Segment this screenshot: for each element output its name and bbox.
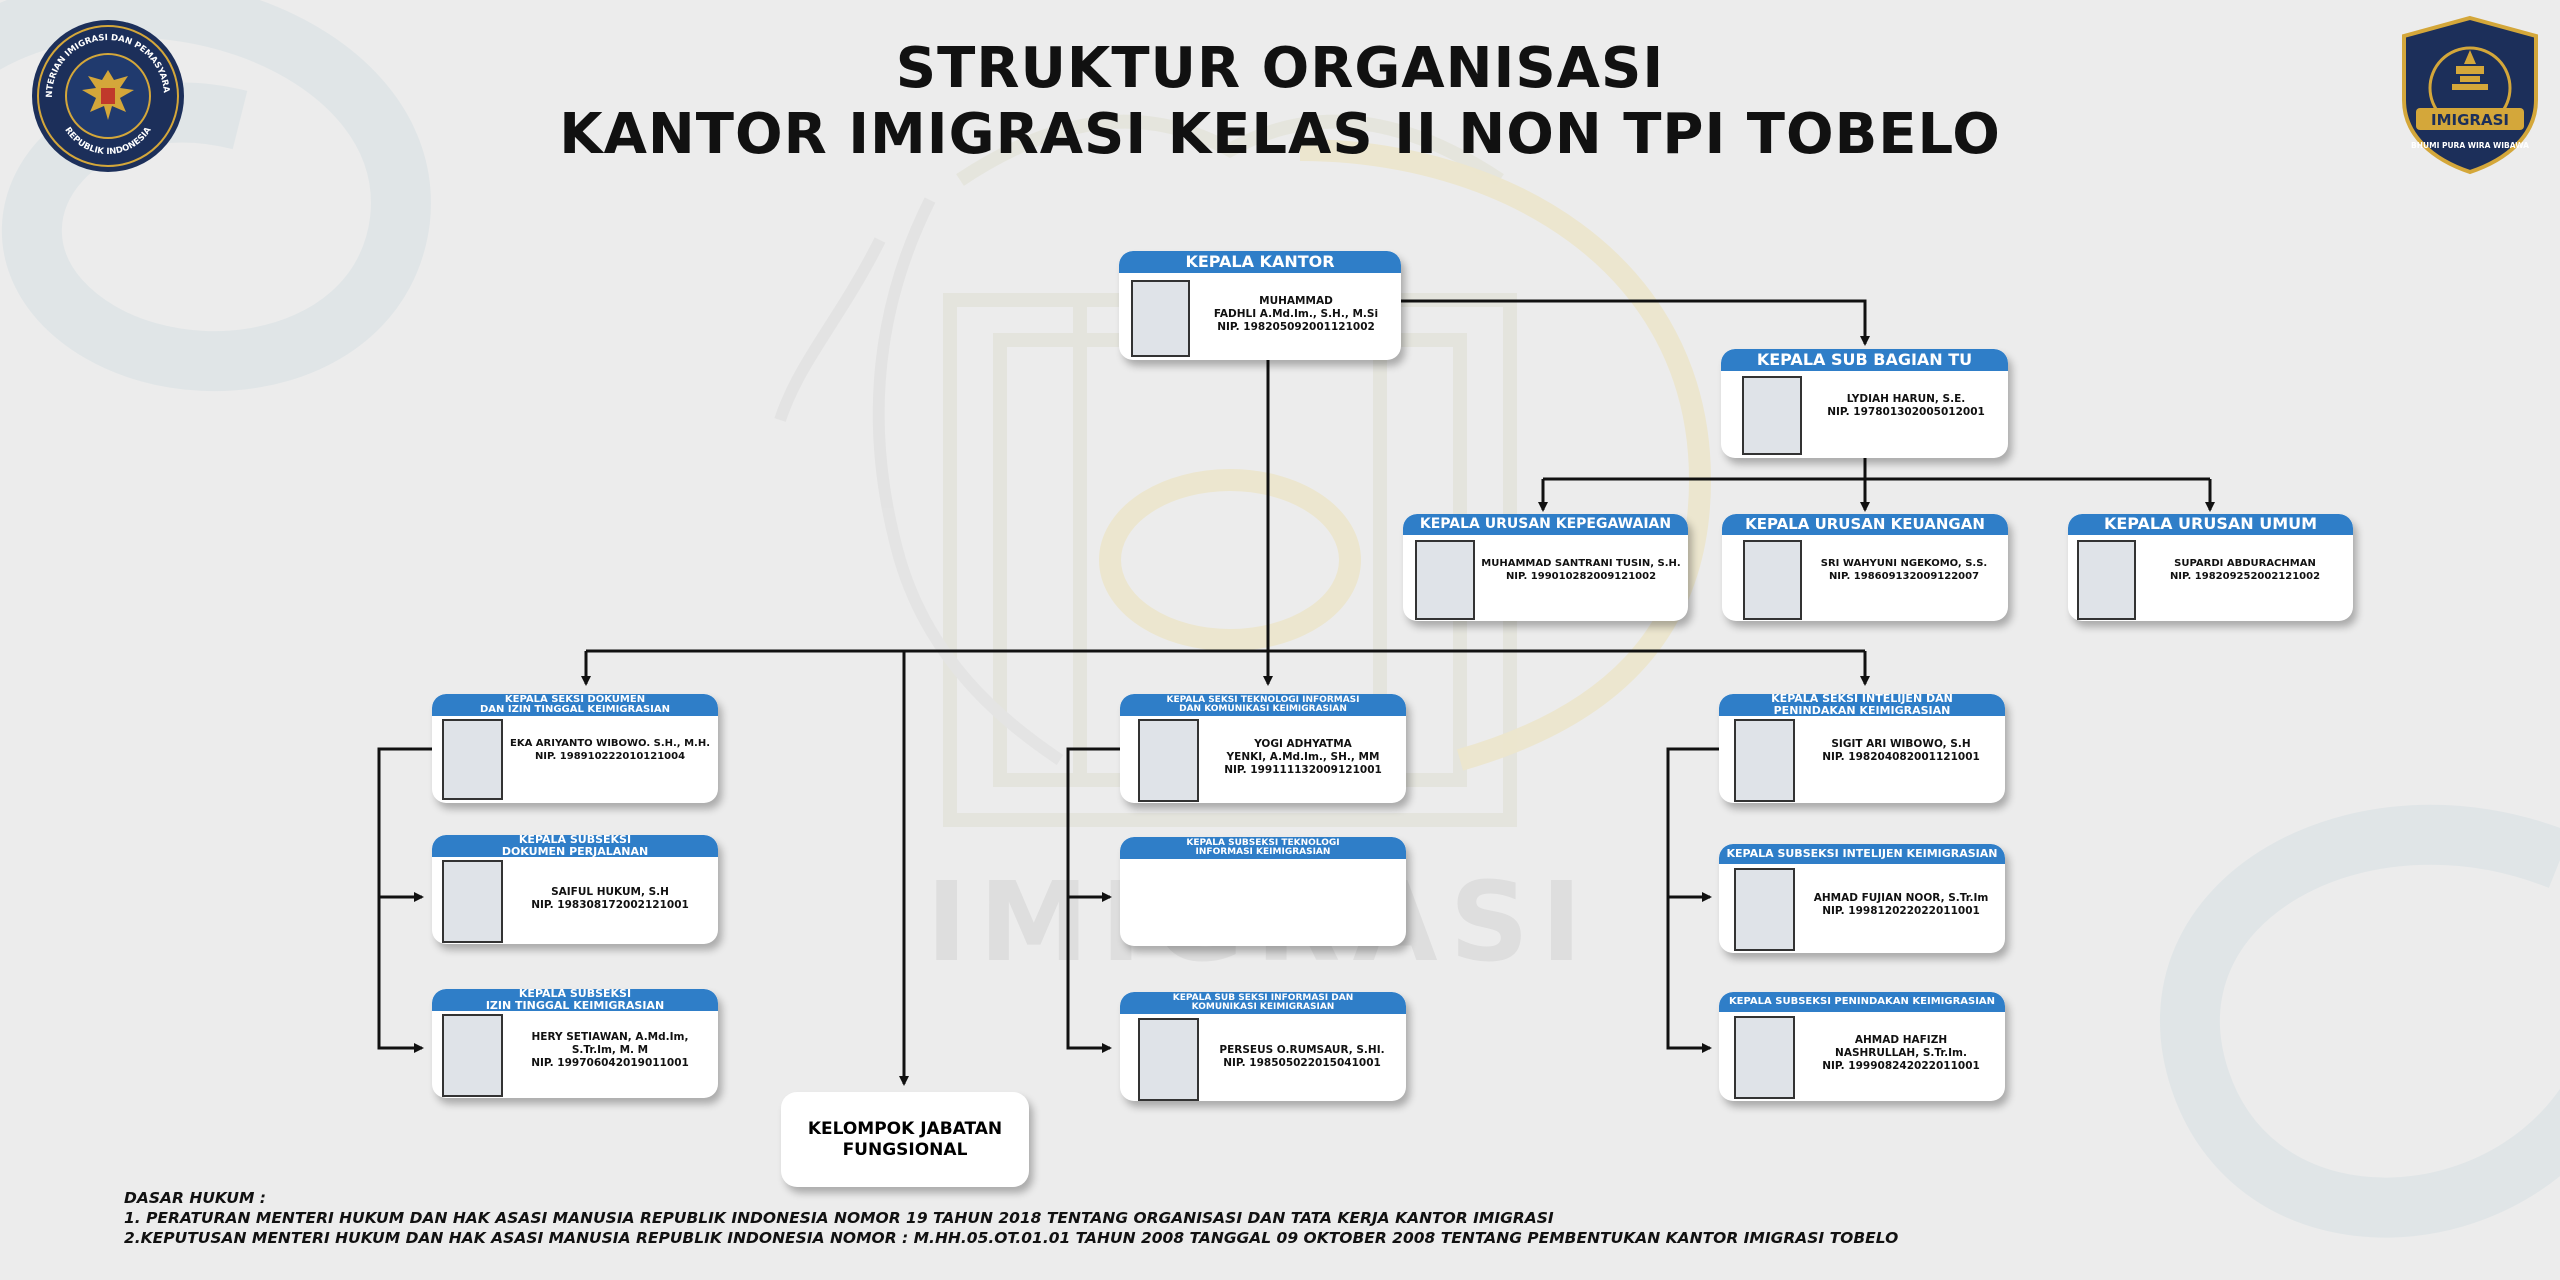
imigrasi-emblem-icon: [2452, 50, 2488, 90]
person-name: HERY SETIAWAN, A.Md.Im, S.Tr.Im, M. M: [531, 1031, 689, 1057]
box-kepala-kantor: KEPALA KANTOR MUHAMMAD FADHLI A.Md.Im., …: [1119, 251, 1401, 360]
person-nip: NIP. 198205092001121002: [1217, 321, 1375, 334]
box-kepala-subseksi-izin-tinggal: KEPALA SUBSEKSI IZIN TINGGAL KEIMIGRASIA…: [432, 989, 718, 1098]
box-title: KEPALA SEKSI DOKUMEN DAN IZIN TINGGAL KE…: [432, 694, 718, 716]
person-info: AHMAD HAFIZH NASHRULLAH, S.Tr.Im. NIP. 1…: [1799, 1034, 2003, 1073]
box-kepala-subseksi-teknologi-informasi: KEPALA SUBSEKSI TEKNOLOGI INFORMASI KEIM…: [1120, 837, 1406, 946]
person-nip: NIP. 198204082001121001: [1822, 751, 1980, 764]
person-nip: NIP. 199812022022011001: [1822, 905, 1980, 918]
person-info: SIGIT ARI WIBOWO, S.H NIP. 1982040820011…: [1799, 738, 2003, 764]
person-name: SRI WAHYUNI NGEKOMO, S.S.: [1820, 558, 1988, 569]
box-title: KEPALA KANTOR: [1119, 251, 1401, 273]
imigrasi-logo-banner: IMIGRASI: [2431, 111, 2509, 129]
footer-line-2: 2.KEPUTUSAN MENTERI HUKUM DAN HAK ASASI …: [124, 1229, 1899, 1248]
page-title-line-1: STRUKTUR ORGANISASI: [895, 36, 1665, 101]
person-name: EKA ARIYANTO WIBOWO. S.H., M.H.: [510, 738, 710, 749]
person-photo: [1734, 719, 1795, 802]
person-nip: NIP. 198209252002121002: [2169, 570, 2321, 582]
person-photo: [1743, 540, 1802, 620]
person-name: MUHAMMAD SANTRANI TUSIN, S.H.: [1481, 558, 1681, 569]
box-kepala-urusan-keuangan: KEPALA URUSAN KEUANGAN SRI WAHYUNI NGEKO…: [1722, 514, 2008, 621]
person-photo: [1742, 376, 1802, 455]
person-nip: NIP. 198910222010121004: [534, 750, 686, 762]
person-photo: [2077, 540, 2136, 620]
box-kepala-subseksi-dokumen-perjalanan: KEPALA SUBSEKSI DOKUMEN PERJALANAN SAIFU…: [432, 835, 718, 944]
person-name: AHMAD HAFIZH NASHRULLAH, S.Tr.Im.: [1835, 1034, 1967, 1060]
person-info: EKA ARIYANTO WIBOWO. S.H., M.H. NIP. 198…: [504, 738, 716, 763]
person-info: HERY SETIAWAN, A.Md.Im, S.Tr.Im, M. M NI…: [504, 1031, 716, 1070]
box-kepala-urusan-umum: KEPALA URUSAN UMUM SUPARDI ABDURACHMAN N…: [2068, 514, 2353, 621]
box-title: KEPALA SUB SEKSI INFORMASI DAN KOMUNIKAS…: [1120, 992, 1406, 1014]
box-title: KEPALA URUSAN KEPEGAWAIAN: [1403, 514, 1688, 535]
footer-legal-basis: DASAR HUKUM : 1. PERATURAN MENTERI HUKUM…: [124, 1188, 1898, 1248]
person-photo: [1415, 540, 1475, 620]
person-name: SIGIT ARI WIBOWO, S.H: [1831, 738, 1971, 750]
box-kepala-subseksi-intelijen: KEPALA SUBSEKSI INTELIJEN KEIMIGRASIAN A…: [1719, 844, 2005, 953]
box-kepala-seksi-teknologi-informasi: KEPALA SEKSI TEKNOLOGI INFORMASI DAN KOM…: [1120, 694, 1406, 803]
box-title: KEPALA SUBSEKSI IZIN TINGGAL KEIMIGRASIA…: [432, 989, 718, 1011]
footer-heading: DASAR HUKUM :: [124, 1189, 266, 1207]
person-nip: NIP. 199908242022011001: [1822, 1060, 1980, 1073]
box-kepala-seksi-intelijen: KEPALA SEKSI INTELIJEN DAN PENINDAKAN KE…: [1719, 694, 2005, 803]
person-nip: NIP. 199111132009121001: [1224, 764, 1382, 777]
person-name: AHMAD FUJIAN NOOR, S.Tr.Im: [1813, 892, 1989, 904]
person-name: MUHAMMAD FADHLI A.Md.Im., S.H., M.Si: [1213, 295, 1379, 321]
person-nip: NIP. 199706042019011001: [531, 1057, 689, 1070]
person-photo: [1138, 1018, 1199, 1101]
person-info: PERSEUS O.RUMSAUR, S.HI. NIP. 1985050220…: [1200, 1044, 1404, 1070]
person-info: SUPARDI ABDURACHMAN NIP. 198209252002121…: [2140, 558, 2350, 583]
ministry-logo: KEMENTERIAN IMIGRASI DAN PEMASYARAKATAN …: [30, 18, 184, 172]
box-title: KEPALA SUBSEKSI TEKNOLOGI INFORMASI KEIM…: [1120, 837, 1406, 859]
person-info: YOGI ADHYATMA YENKI, A.Md.Im., SH., MM N…: [1202, 738, 1404, 777]
person-photo: [1734, 1016, 1795, 1099]
person-photo: [1138, 719, 1199, 802]
person-nip: NIP. 198308172002121001: [531, 899, 689, 912]
box-kepala-sub-bagian-tu: KEPALA SUB BAGIAN TU LYDIAH HARUN, S.E. …: [1721, 349, 2008, 458]
person-info: SRI WAHYUNI NGEKOMO, S.S. NIP. 198609132…: [1804, 558, 2004, 583]
imigrasi-logo: IMIGRASI BHUMI PURA WIRA WIBAWA: [2402, 15, 2538, 175]
person-info: AHMAD FUJIAN NOOR, S.Tr.Im NIP. 19981202…: [1799, 892, 2003, 918]
person-photo: [1734, 868, 1795, 951]
box-title: KEPALA URUSAN UMUM: [2068, 514, 2353, 535]
imigrasi-logo-motto: BHUMI PURA WIRA WIBAWA: [2411, 141, 2529, 150]
person-photo: [442, 719, 503, 800]
person-photo: [442, 860, 503, 943]
page-title-line-2: KANTOR IMIGRASI KELAS II NON TPI TOBELO: [559, 102, 2001, 167]
person-name: YOGI ADHYATMA YENKI, A.Md.Im., SH., MM: [1226, 738, 1380, 764]
person-info: MUHAMMAD FADHLI A.Md.Im., S.H., M.Si NIP…: [1197, 295, 1395, 334]
person-name: PERSEUS O.RUMSAUR, S.HI.: [1219, 1044, 1385, 1056]
footer-line-1: 1. PERATURAN MENTERI HUKUM DAN HAK ASASI…: [124, 1209, 1554, 1228]
box-title: KEPALA SUBSEKSI PENINDAKAN KEIMIGRASIAN: [1719, 992, 2005, 1012]
box-kelompok-jabatan-fungsional: KELOMPOK JABATAN FUNGSIONAL: [781, 1092, 1029, 1187]
box-title: KEPALA SUBSEKSI DOKUMEN PERJALANAN: [432, 835, 718, 857]
person-nip: NIP. 199010282009121002: [1505, 570, 1657, 582]
person-name: LYDIAH HARUN, S.E.: [1846, 393, 1966, 405]
person-name: SAIFUL HUKUM, S.H: [551, 886, 669, 898]
person-info: SAIFUL HUKUM, S.H NIP. 19830817200212100…: [504, 886, 716, 912]
box-kepala-subseksi-informasi-komunikasi: KEPALA SUB SEKSI INFORMASI DAN KOMUNIKAS…: [1120, 992, 1406, 1101]
box-kepala-urusan-kepegawaian: KEPALA URUSAN KEPEGAWAIAN MUHAMMAD SANTR…: [1403, 514, 1688, 621]
box-kepala-seksi-dokumen: KEPALA SEKSI DOKUMEN DAN IZIN TINGGAL KE…: [432, 694, 718, 803]
person-photo: [442, 1014, 503, 1097]
person-nip: NIP. 198609132009122007: [1828, 570, 1980, 582]
person-info: LYDIAH HARUN, S.E. NIP. 1978013020050120…: [1807, 393, 2005, 419]
box-title: KEPALA SUBSEKSI INTELIJEN KEIMIGRASIAN: [1719, 844, 2005, 864]
person-photo: [1131, 280, 1190, 357]
person-nip: NIP. 197801302005012001: [1827, 406, 1985, 419]
box-kepala-subseksi-penindakan: KEPALA SUBSEKSI PENINDAKAN KEIMIGRASIAN …: [1719, 992, 2005, 1101]
person-nip: NIP. 198505022015041001: [1223, 1057, 1381, 1070]
box-title: KEPALA SEKSI TEKNOLOGI INFORMASI DAN KOM…: [1120, 694, 1406, 716]
box-title: KEPALA SEKSI INTELIJEN DAN PENINDAKAN KE…: [1719, 694, 2005, 716]
person-name: SUPARDI ABDURACHMAN: [2174, 558, 2316, 569]
person-info: MUHAMMAD SANTRANI TUSIN, S.H. NIP. 19901…: [1475, 558, 1687, 583]
garuda-emblem-icon: [82, 70, 134, 120]
box-title: KEPALA SUB BAGIAN TU: [1721, 349, 2008, 371]
box-title: KEPALA URUSAN KEUANGAN: [1722, 514, 2008, 535]
